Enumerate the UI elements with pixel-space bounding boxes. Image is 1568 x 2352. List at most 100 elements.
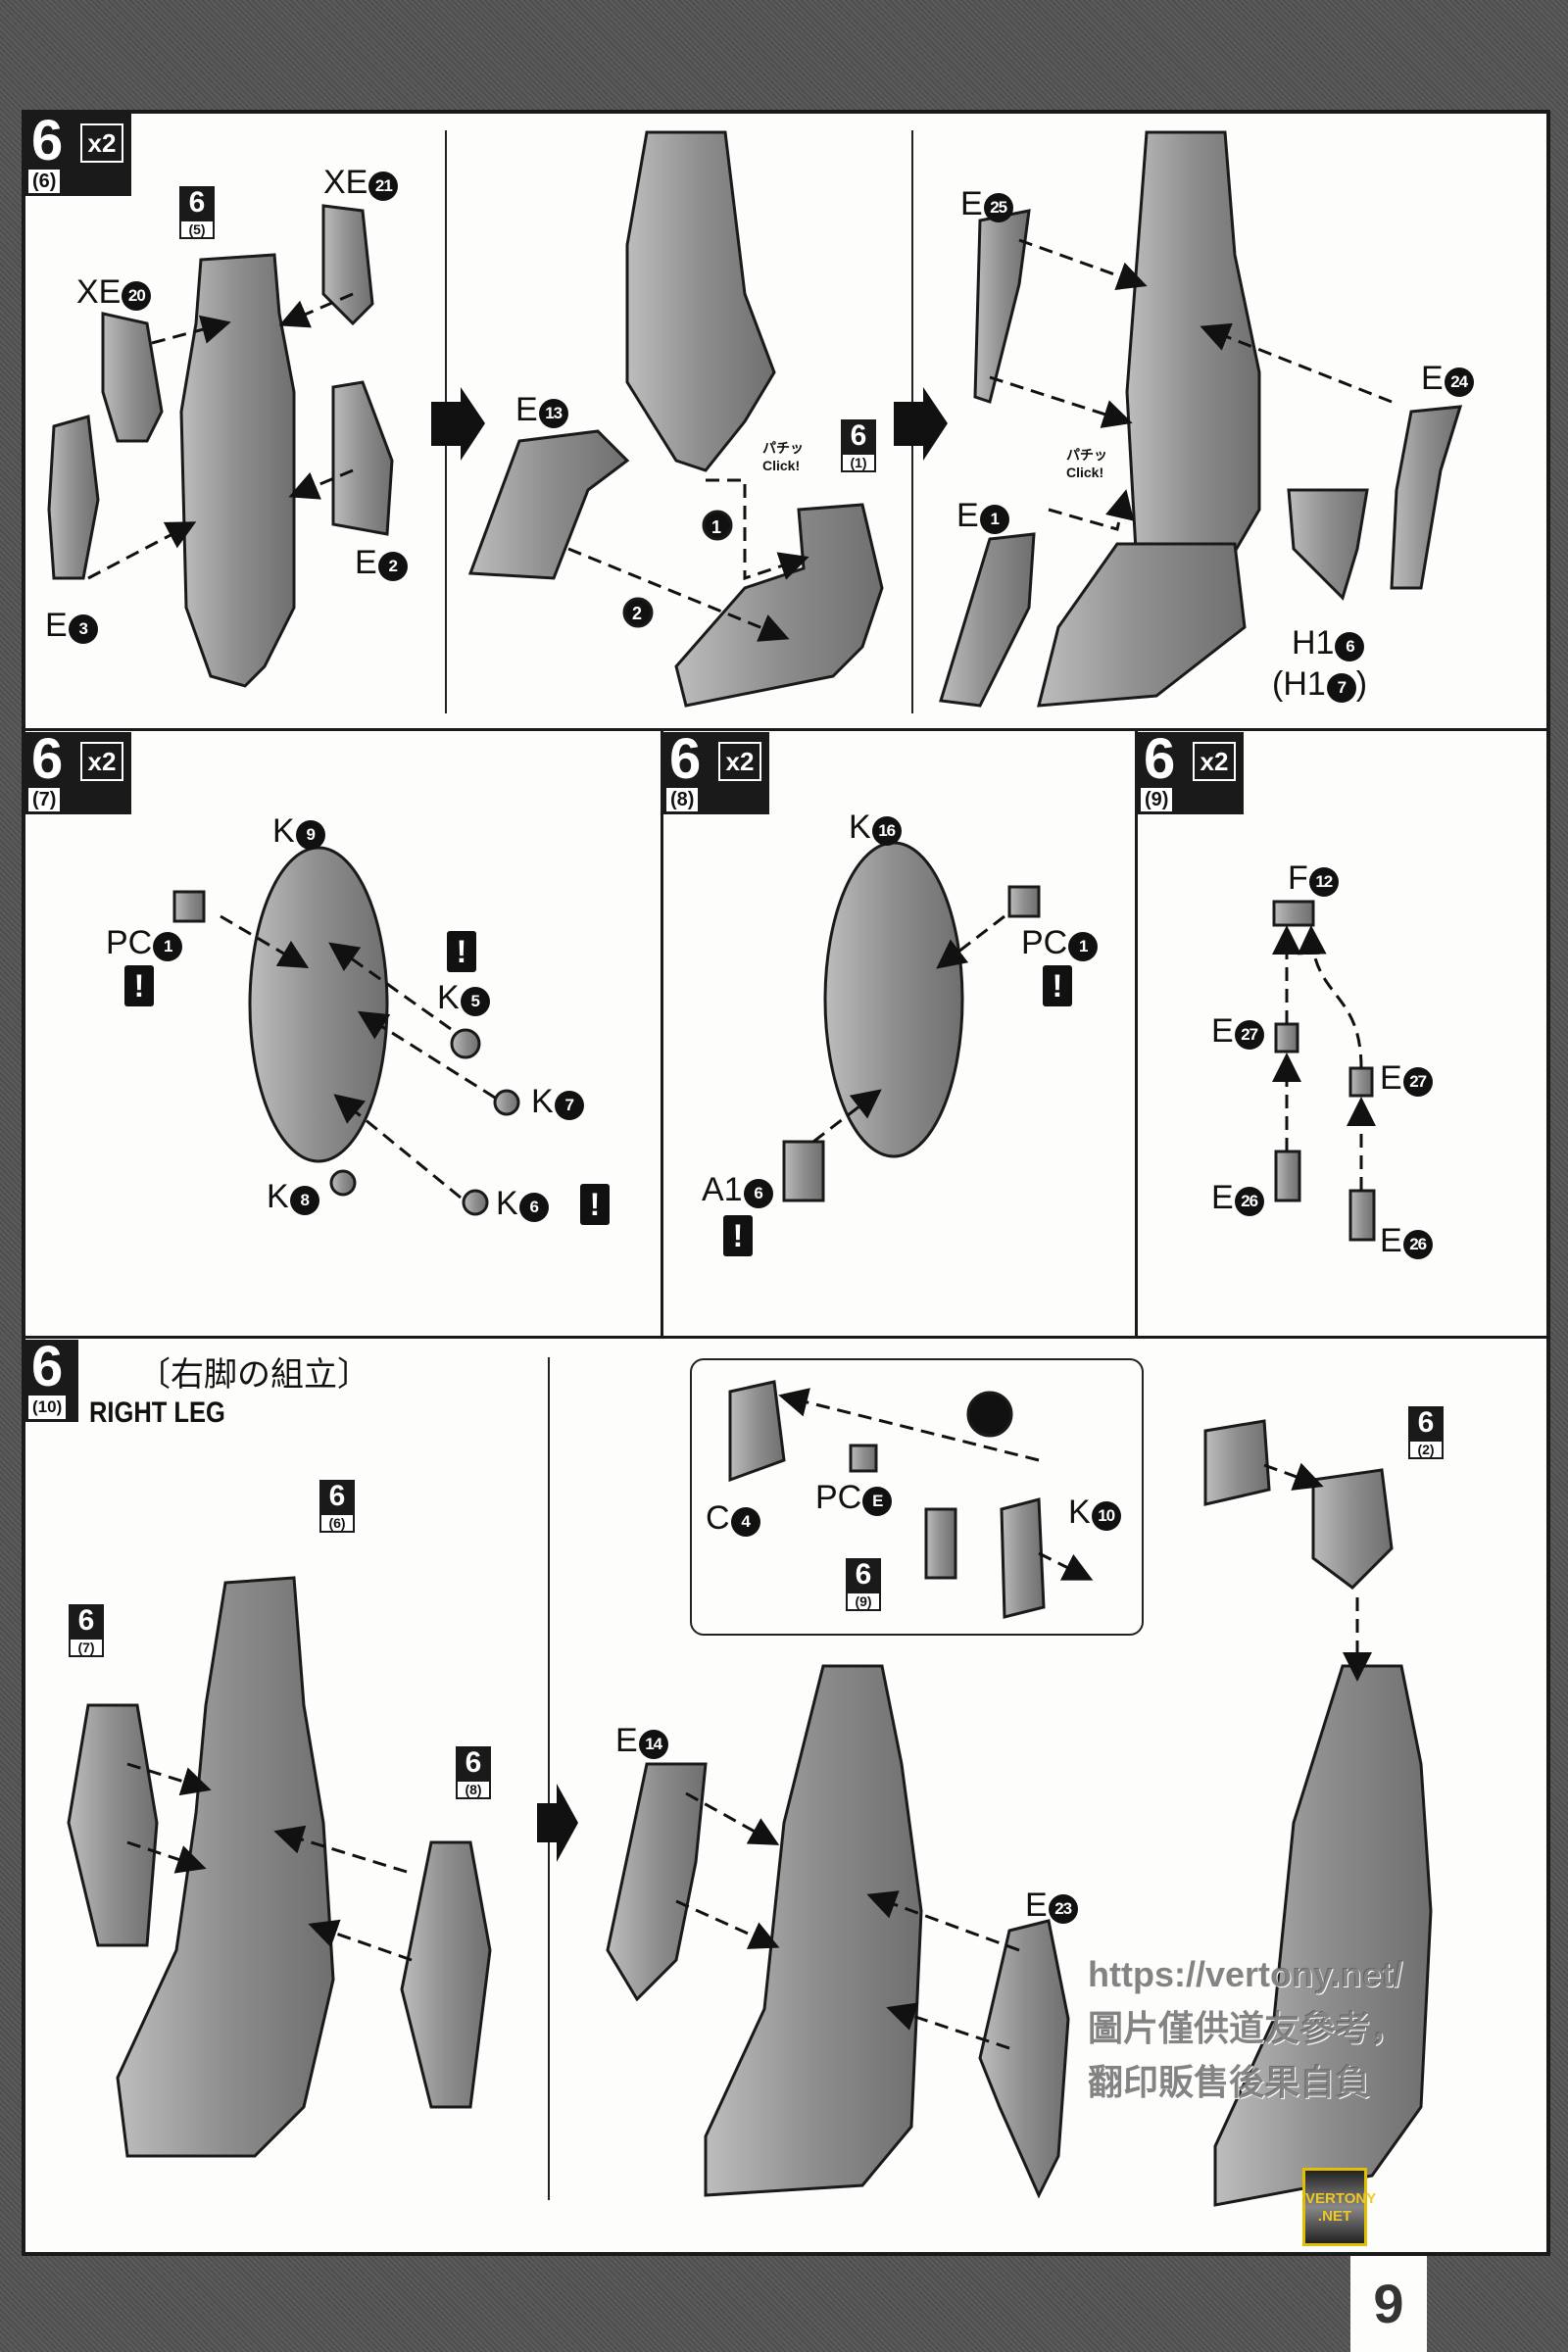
part-letter: K (1068, 1494, 1091, 1531)
assembly-arrow (1263, 1462, 1324, 1491)
ref-sub: (7) (69, 1638, 104, 1657)
part-letter: XE (323, 164, 368, 201)
marker-1 (702, 510, 733, 541)
knee-part (1311, 1468, 1394, 1590)
assembly-arrow (1038, 1551, 1094, 1581)
section-title-jp: 〔右脚の組立〕 (137, 1356, 370, 1394)
step-number: 6 (31, 727, 64, 791)
step-number: 6 (31, 109, 64, 172)
part-letter: E (1211, 1179, 1234, 1216)
part-letter: A1 (702, 1171, 743, 1208)
assembly-arrow (126, 1762, 212, 1796)
detail-inset (690, 1358, 1144, 1636)
assembly-arrow (288, 468, 354, 500)
step-number: 6 (1144, 727, 1176, 791)
part-number: 1 (153, 932, 183, 961)
part-letter: E (355, 544, 377, 581)
assembly-arrow (989, 375, 1133, 428)
assembly-arrow (1200, 322, 1393, 404)
leg-assembly-part (704, 1664, 923, 2197)
assembly-arrow (685, 1791, 780, 1845)
step-badge: 6(9)x2 (1138, 727, 1244, 814)
assembly-arrow (126, 1840, 207, 1874)
e27-part (1274, 1022, 1299, 1054)
e25-part (973, 209, 1031, 404)
step-badge: 6(7)x2 (25, 727, 131, 814)
step-sub: (7) (28, 788, 61, 811)
assembly-arrow (1048, 489, 1135, 531)
e27-part (1348, 1066, 1374, 1098)
xe21-part (321, 204, 374, 326)
step-badge: 6(6)x2 (25, 109, 131, 196)
ref-num: 6 (328, 1480, 346, 1512)
lower-leg-part (1125, 130, 1261, 570)
logo-text: VERTONY (1305, 2190, 1377, 2207)
step-arrows (431, 387, 948, 1862)
part-letter: K (531, 1083, 554, 1120)
ref-badge: 6(2) (1408, 1406, 1444, 1459)
ref-sub: (5) (179, 220, 215, 239)
boot-part (1037, 542, 1247, 708)
part-number: 27 (1402, 1067, 1433, 1097)
ref-badge: 6(8) (456, 1746, 491, 1799)
assembly-arrow (273, 1825, 408, 1874)
page-number: 9 (1350, 2256, 1427, 2352)
part-letter: K (496, 1185, 518, 1222)
part-number: 6 (743, 1179, 773, 1208)
part-number: 4 (730, 1507, 760, 1537)
ref-badge: 6(5) (179, 186, 215, 239)
assembly-arrow (936, 914, 1005, 969)
part-number: 26 (1402, 1230, 1433, 1259)
divider (22, 728, 1550, 731)
part-number: 16 (871, 816, 902, 846)
k6-part (462, 1189, 489, 1216)
part-number: E (862, 1487, 893, 1516)
e13-part (467, 429, 630, 580)
k9-part (248, 846, 389, 1163)
leg-assembly-part (116, 1576, 335, 2158)
e26-part (1274, 1150, 1301, 1202)
divider (661, 730, 663, 1338)
assembly-arrow (567, 547, 790, 642)
assembly-arrow (675, 1899, 780, 1949)
step-badge: 6(10) (25, 1335, 78, 1422)
e26-part (1348, 1189, 1376, 1242)
step-badge: 6(8)x2 (663, 727, 769, 814)
part-number: 1 (1068, 932, 1099, 961)
ref-badge: 6(6) (319, 1480, 355, 1533)
assembly-arrow (1297, 925, 1363, 1069)
watermark-line: 圖片僅供道友參考， (1088, 2008, 1406, 2048)
detail-callout (966, 1391, 1013, 1438)
part-letter: E (615, 1722, 638, 1759)
paren: ) (1355, 665, 1368, 703)
part-letter: XE (76, 273, 122, 311)
quantity-badge: x2 (1193, 742, 1236, 781)
part-letter: E (515, 391, 538, 428)
divider (22, 1336, 1550, 1339)
e24-part (1390, 405, 1463, 590)
part-letter: PC (1021, 924, 1068, 961)
part-number: 7 (1326, 673, 1356, 703)
leg-assembly-part (1213, 1664, 1433, 2207)
step-number: 6 (669, 727, 702, 791)
caution-icon: ! (447, 931, 476, 972)
part-number: 21 (368, 172, 399, 201)
k5-part (450, 1028, 481, 1059)
assembly-arrow (706, 478, 809, 581)
assembly-arrow (812, 1089, 882, 1144)
ref-sub: (6) (319, 1513, 355, 1533)
